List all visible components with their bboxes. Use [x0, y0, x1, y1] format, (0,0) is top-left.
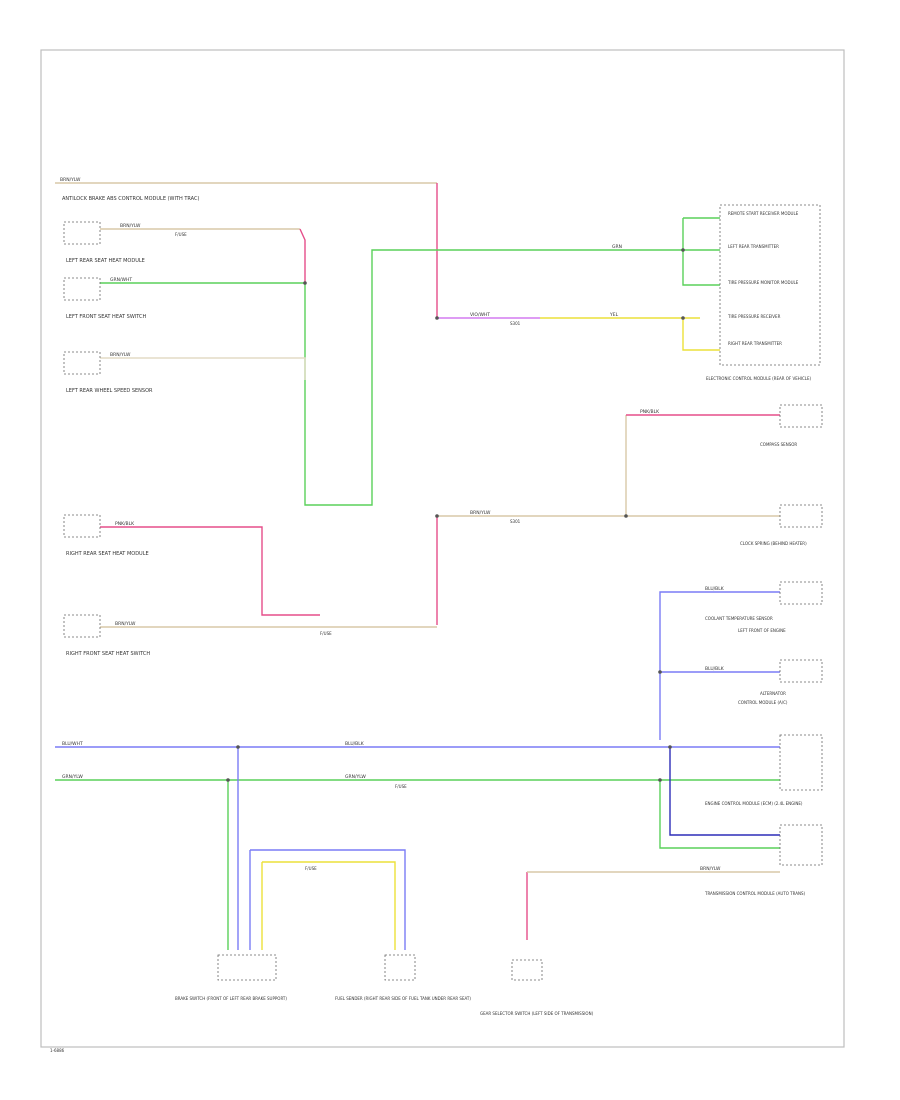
- page-number: 1-6886: [50, 1048, 65, 1053]
- label-coolant: BLU/BLK: [705, 586, 725, 592]
- label-tire-module: TIRE PRESSURE MONITOR MODULE: [727, 280, 799, 285]
- label-alternator-sub: CONTROL MODULE (A/C): [738, 700, 788, 705]
- transmitter-stack-box: [719, 204, 821, 366]
- label-gear: BRN/YLW: [700, 866, 721, 872]
- label-tcm: TRANSMISSION CONTROL MODULE (AUTO TRANS): [704, 891, 805, 896]
- label-lr-seat: LEFT REAR SEAT HEAT MODULE: [66, 258, 145, 264]
- label-ecm: ENGINE CONTROL MODULE (ECM) (2.4L ENGINE…: [705, 801, 803, 806]
- label-violet: VIO/WHT: [470, 312, 490, 318]
- label-fuse-4: F/USE: [305, 866, 317, 871]
- wire-green-drop: [659, 780, 780, 849]
- wires: [55, 182, 780, 950]
- label-receiver: REMOTE START RECEIVER MODULE: [728, 211, 799, 216]
- wire-rr-pink: [100, 526, 320, 616]
- label-rr-tan: BRN/YLW: [115, 621, 136, 627]
- label-green-bus: GRN/YLW: [62, 774, 83, 780]
- coolant-sensor-box: [779, 581, 823, 605]
- alternator-box: [779, 659, 823, 683]
- wire-fs-y: [262, 861, 396, 950]
- fuel-sender-box: [384, 954, 416, 981]
- components: [63, 204, 823, 981]
- label-alt: BLU/BLK: [705, 666, 725, 672]
- wire-blue-right-loop: [659, 591, 780, 740]
- label-abs-module: ANTILOCK BRAKE ABS CONTROL MODULE (WITH …: [62, 196, 199, 202]
- label-ecm-rear: ELECTRONIC CONTROL MODULE (REAR OF VEHIC…: [706, 376, 811, 381]
- wire-navy-drop: [669, 747, 780, 836]
- label-compass: COMPASS SENSOR: [760, 442, 797, 447]
- label-gear-selector: GEAR SELECTOR SWITCH (LEFT SIDE OF TRANS…: [480, 1011, 594, 1016]
- label-mid-tan: BRN/YLW: [470, 510, 491, 516]
- left-rear-seat-module-box: [63, 221, 101, 245]
- gear-selector-box: [511, 959, 543, 981]
- brake-switch-box: [217, 954, 277, 981]
- label-top-tan: BRN/YLW: [60, 177, 81, 183]
- wire-green-bracket: [682, 218, 720, 286]
- label-brake-switch: BRAKE SWITCH (FRONT OF LEFT REAR BRAKE S…: [175, 996, 287, 1001]
- label-seat-tan: BRN/YLW: [110, 352, 131, 358]
- label-green-mid: GRN/YLW: [345, 774, 366, 780]
- label-splice-1: S301: [510, 321, 521, 326]
- wire-green-main: [304, 249, 720, 506]
- label-lr-tan: BRN/YLW: [120, 223, 141, 229]
- splice-points: [226, 248, 685, 782]
- label-rf-switch: RIGHT FRONT SEAT HEAT SWITCH: [66, 651, 150, 657]
- label-lr-green: GRN/WHT: [110, 277, 132, 283]
- label-blue-mid: BLU/BLK: [345, 741, 365, 747]
- clock-spring-box: [779, 504, 823, 528]
- wire-fs-top: [250, 849, 406, 950]
- label-tpms: TIRE PRESSURE RECEIVER: [727, 314, 781, 319]
- rf-seat-switch-box: [63, 614, 101, 638]
- wire-seat-tan: [100, 357, 306, 380]
- label-fuse-1: F/USE: [175, 232, 187, 237]
- left-front-seat-switch-box: [63, 277, 101, 301]
- label-lf-switch: LEFT FRONT SEAT HEAT SWITCH: [66, 314, 146, 320]
- label-yellow: YEL: [609, 312, 619, 318]
- right-rear-seat-module-box: [63, 514, 101, 538]
- label-blue-bus: BLU/WHT: [62, 741, 83, 747]
- seat-switch-box-2: [63, 351, 101, 375]
- diagram-frame: [40, 49, 845, 1048]
- label-lr-wss: LEFT REAR WHEEL SPEED SENSOR: [66, 388, 153, 394]
- label-rr-seat: RIGHT REAR SEAT HEAT MODULE: [66, 551, 149, 557]
- label-fuse-2: F/USE: [320, 631, 332, 636]
- label-left-transmitter: LEFT REAR TRANSMITTER: [728, 244, 779, 249]
- label-alternator: ALTERNATOR: [760, 691, 786, 696]
- wire-yellow-drop: [682, 318, 720, 351]
- component-labels: ANTILOCK BRAKE ABS CONTROL MODULE (WITH …: [62, 196, 811, 1016]
- label-fuel-sender: FUEL SENDER (RIGHT REAR SIDE OF FUEL TAN…: [335, 996, 471, 1001]
- compass-sensor-box: [779, 404, 823, 428]
- label-right-transmitter: RIGHT REAR TRANSMITTER: [728, 341, 782, 346]
- label-coolant: COOLANT TEMPERATURE SENSOR: [705, 616, 773, 621]
- label-green: GRN: [612, 244, 622, 250]
- label-rr-pink: PNK/BLK: [115, 521, 135, 527]
- label-coolant-sub: LEFT FRONT OF ENGINE: [738, 628, 786, 633]
- wire-labels: BRN/YLW BRN/YLW GRN/WHT BRN/YLW VIO/WHT …: [60, 177, 725, 872]
- tcm-box: [779, 824, 823, 866]
- label-splice-2: S301: [510, 519, 521, 524]
- label-clock-spring: CLOCK SPRING (BEHIND HEATER): [740, 541, 807, 546]
- label-compass: PNK/BLK: [640, 409, 660, 415]
- ecm-box: [779, 734, 823, 791]
- wire-lr-pink: [299, 228, 306, 283]
- label-fuse-3: F/USE: [395, 784, 407, 789]
